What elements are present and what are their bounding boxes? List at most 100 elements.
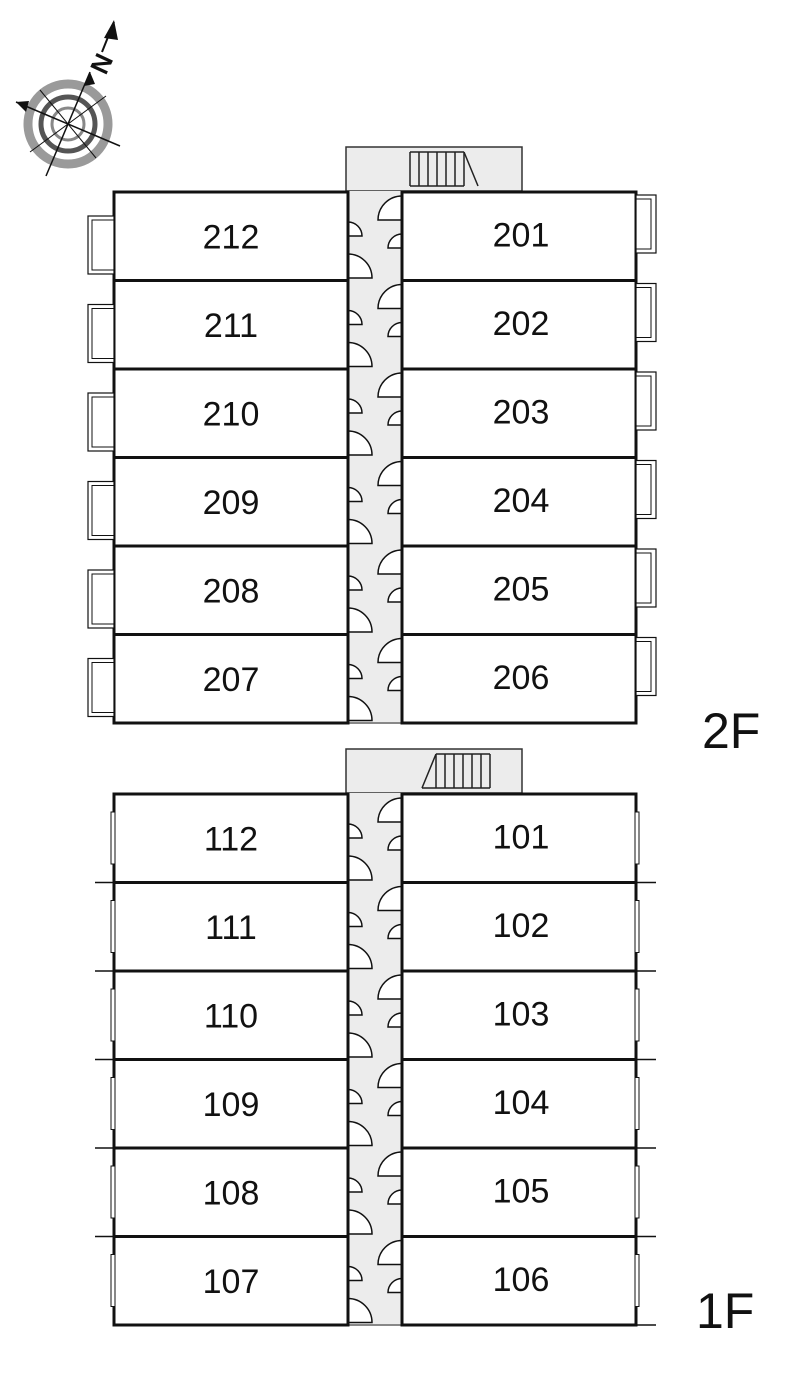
unit: 111 [95, 881, 350, 973]
door-icon [347, 372, 403, 456]
room-number: 109 [203, 1086, 260, 1124]
unit-outline [400, 544, 638, 636]
unit-outline [112, 1235, 350, 1327]
room-number: 209 [203, 484, 260, 522]
balcony-rail [635, 375, 652, 427]
door-icon [347, 460, 403, 545]
window [110, 1165, 116, 1219]
unit: 212 [87, 190, 350, 282]
unit: 205 [400, 544, 657, 636]
unit-outline [400, 633, 638, 725]
balcony [635, 548, 657, 608]
door-icon [347, 283, 403, 368]
unit: 105 [400, 1146, 656, 1238]
unit-outline [400, 456, 638, 548]
unit: 203 [400, 367, 657, 459]
unit-outline [112, 456, 350, 548]
floor-label: 2F [702, 703, 760, 759]
door-icon [347, 1239, 403, 1324]
door-icon [347, 549, 403, 633]
room-number: 205 [493, 570, 550, 608]
unit: 206 [400, 633, 657, 725]
staircase [421, 753, 491, 789]
window [634, 1165, 640, 1219]
unit: 103 [400, 969, 656, 1061]
corridor [348, 793, 402, 1324]
unit-outline [400, 1146, 638, 1238]
window [634, 1077, 640, 1130]
window [634, 900, 640, 953]
unit-outline [112, 1146, 350, 1238]
balcony-rail [91, 219, 115, 271]
unit: 107 [95, 1235, 350, 1327]
unit: 211 [87, 279, 350, 371]
door-icon [347, 637, 403, 722]
compass: N [15, 20, 121, 177]
room-number: 111 [205, 909, 257, 947]
window [110, 811, 116, 865]
room-number: 103 [493, 995, 550, 1033]
balcony [635, 636, 657, 697]
balcony [635, 459, 657, 520]
window [110, 1254, 116, 1307]
left-wing: 112 111 110 109 108 107 [95, 792, 350, 1327]
unit-outline [112, 633, 350, 725]
unit-outline [112, 792, 350, 884]
right-wing: 201 202 203 204 205 206 [400, 190, 657, 725]
unit: 106 [400, 1235, 656, 1327]
unit: 210 [87, 367, 350, 459]
floor-label: 1F [696, 1283, 754, 1339]
stair-landing [345, 146, 523, 192]
room-number: 101 [493, 818, 550, 856]
unit: 110 [95, 969, 350, 1061]
room-number: 208 [203, 572, 260, 610]
unit: 109 [95, 1058, 350, 1150]
balcony-rail [91, 573, 115, 625]
balcony-rail [91, 308, 115, 359]
door-icon [347, 1062, 403, 1147]
balcony [635, 282, 657, 343]
unit: 112 [110, 792, 350, 884]
room-number: 207 [203, 661, 260, 699]
room-number: 112 [204, 820, 258, 858]
balcony-rail [635, 198, 652, 250]
window [634, 1254, 640, 1307]
balcony-rail [91, 485, 115, 536]
unit: 202 [400, 279, 657, 371]
unit-outline [400, 279, 638, 371]
stair-landing [345, 748, 523, 794]
unit: 207 [87, 633, 350, 725]
unit-outline [112, 1058, 350, 1150]
floor-2f: 212 211 210 209 208 207 201 202 203 204 205 206 2F [87, 146, 760, 759]
door-icon [347, 1151, 403, 1235]
room-number: 212 [203, 218, 260, 256]
door-icon [347, 195, 403, 279]
room-number: 105 [493, 1172, 550, 1210]
room-number: 108 [203, 1174, 260, 1212]
door-icon [347, 974, 403, 1058]
room-number: 203 [493, 393, 550, 431]
room-number: 210 [203, 395, 260, 433]
unit: 108 [95, 1146, 350, 1238]
balcony-rail [635, 552, 652, 604]
room-number: 110 [204, 997, 258, 1035]
unit: 101 [400, 792, 656, 884]
door-icon [347, 885, 403, 970]
room-number: 106 [493, 1261, 550, 1299]
balcony [635, 194, 657, 254]
window [110, 1077, 116, 1130]
balcony-rail [635, 641, 652, 692]
window [110, 988, 116, 1042]
room-number: 201 [493, 216, 550, 254]
room-number: 204 [493, 482, 550, 520]
unit-outline [400, 1235, 638, 1327]
unit: 209 [87, 456, 350, 548]
balcony-rail [635, 287, 652, 338]
unit-outline [112, 969, 350, 1061]
staircase [409, 151, 479, 187]
unit-outline [112, 279, 350, 371]
unit-outline [400, 792, 638, 884]
unit: 201 [400, 190, 657, 282]
